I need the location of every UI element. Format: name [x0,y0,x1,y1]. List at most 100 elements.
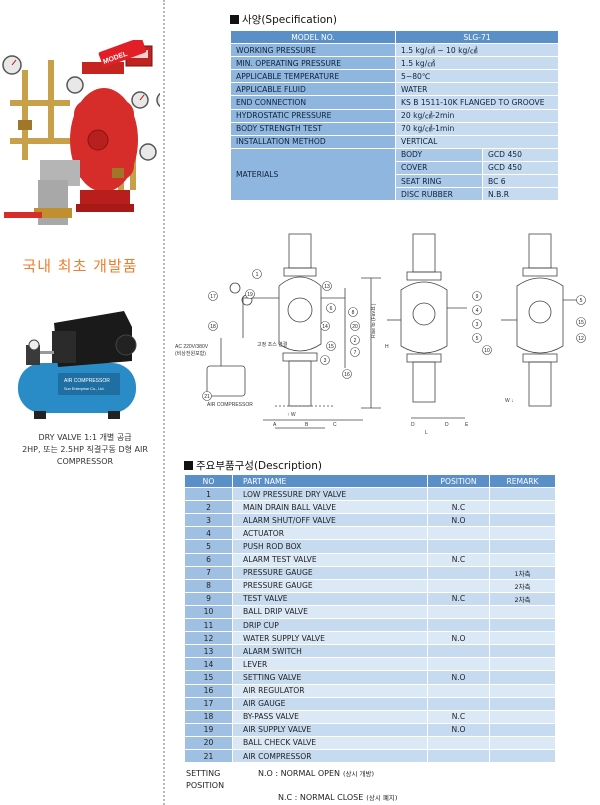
part-name: BALL CHECK VALVE [232,735,428,750]
setting-position-notes: SETTING POSITION N.O : NORMAL OPEN (상시 개… [186,768,397,804]
flow-up-label: ↑ W [287,412,296,418]
part-remark [489,709,556,724]
spec-key: INSTALLATION METHOD [230,134,396,149]
part-no: 17 [184,696,233,711]
part-position [427,696,490,711]
spec-key: BODY STRENGTH TEST [230,121,396,136]
callout-marker: 5 [576,295,586,305]
part-no: 14 [184,657,233,672]
materials-row: SEAT RING BC 6 [231,174,559,189]
callout-number: 5 [476,336,479,342]
compressor-drawing-label: AIR COMPRESSOR [207,402,253,408]
spec-value: 1.5 kg/㎠ ~ 10 kg/㎠ [395,43,559,58]
callout-marker: 3 [472,319,482,329]
part-no: 12 [184,631,233,646]
section-bullet-icon [184,461,193,470]
callout-number: 19 [247,292,253,298]
section-bullet-icon [230,15,239,24]
callout-number: 7 [354,350,357,356]
materials-row: MATERIALS BODY GCD 450 [230,147,559,202]
part-position: N.C [427,591,490,606]
technical-drawings: AC 220V/380V (비상전원포함) 고정 조스 연결 AIR COMPR… [175,233,586,436]
dimension-label: D [445,422,449,428]
spec-value: 5~80℃ [395,69,559,84]
pipe-label: 고정 조스 연결 [257,341,288,348]
part-no: 20 [184,735,233,750]
spec-value: VERTICAL [395,134,559,149]
callout-number: 6 [330,306,333,312]
part-name: AIR SUPPLY VALVE [232,722,428,737]
spec-key: MIN. OPERATING PRESSURE [230,56,396,71]
material-part: COVER [395,160,483,176]
part-position: N.O [427,670,490,685]
part-no: 9 [184,591,233,606]
part-remark [489,631,556,646]
part-no: 7 [184,565,233,580]
part-position: N.C [427,709,490,724]
dimension-label: H [385,344,389,350]
spec-key: END CONNECTION [230,95,396,110]
spec-value: WATER [395,82,559,97]
side-label: Rise to (Fav.B.) [371,303,377,338]
part-position: N.O [427,631,490,646]
callout-number: 14 [322,324,328,330]
part-remark [489,552,556,567]
callout-number: 21 [204,394,210,400]
power-label: AC 220V/380V [175,344,209,350]
part-name: LEVER [232,657,428,672]
part-no: 2 [184,500,233,515]
material-value: BC 6 [482,174,559,189]
callout-marker: 8 [348,307,358,317]
part-no: 3 [184,513,233,528]
material-value: GCD 450 [482,147,559,162]
part-position [427,644,490,659]
part-remark [489,696,556,711]
caption-line-2: 2HP, 또는 2.5HP 직결구동 D형 AIR [22,445,148,454]
header-no: NO [184,473,233,489]
part-remark [489,604,556,620]
callout-number: 3 [324,358,327,364]
callout-number: 3 [476,322,479,328]
part-no: 8 [184,578,233,593]
part-name: TEST VALVE [232,591,428,606]
dotted-divider [163,0,165,805]
compressor-caption: DRY VALVE 1:1 개별 공급 2HP, 또는 2.5HP 직결구동 D… [10,432,160,468]
callout-marker: 2 [350,335,360,345]
callout-number: 12 [578,336,584,342]
part-remark [489,487,556,502]
callout-marker: 9 [472,291,482,301]
part-name: LOW PRESSURE DRY VALVE [232,487,428,502]
callout-marker: 14 [320,321,330,331]
part-remark [489,748,556,764]
material-value: GCD 450 [482,160,559,176]
spec-key: HYDROSTATIC PRESSURE [230,108,396,123]
part-remark [489,513,556,528]
callout-marker: 3 [320,355,330,365]
part-name: AIR GAUGE [232,696,428,711]
dimension-label: L [425,430,428,436]
desc-section-title: 주요부품구성(Description) [184,458,322,473]
material-part: DISC RUBBER [395,187,483,202]
part-no: 21 [184,748,233,764]
part-remark [489,735,556,750]
callout-marker: 19 [245,289,255,299]
spec-title-text: 사양(Specification) [242,14,337,26]
callout-number: 13 [324,284,330,290]
part-remark: 2차측 [489,591,556,606]
part-no: 5 [184,539,233,554]
part-position: N.C [427,500,490,515]
